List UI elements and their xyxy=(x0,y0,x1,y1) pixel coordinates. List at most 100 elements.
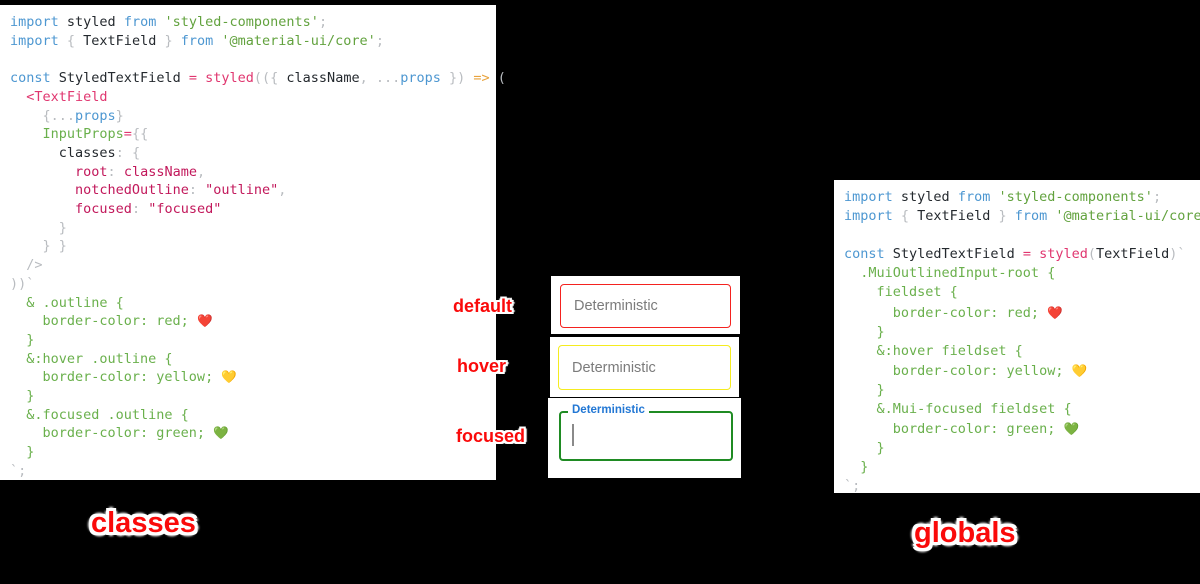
code-token: &.Mui-focused fieldset { xyxy=(844,401,1072,418)
code-token xyxy=(10,182,75,198)
code-token: styled xyxy=(1039,246,1088,263)
code-token: 'styled-components' xyxy=(164,14,319,30)
code-line: notchedOutline: "outline", xyxy=(10,181,486,200)
code-token: from xyxy=(180,32,214,49)
annotation-hover: hover xyxy=(457,356,507,376)
code-token xyxy=(1015,246,1023,262)
emoji-glyph: 💚 xyxy=(213,425,229,441)
code-token xyxy=(156,14,164,30)
code-token xyxy=(116,14,124,30)
emoji-glyph: 💛 xyxy=(1071,362,1088,378)
code-token: ; xyxy=(18,462,27,479)
code-token: root xyxy=(75,163,108,180)
code-token: '@material-ui/core' xyxy=(221,32,376,49)
code-token: } xyxy=(10,444,35,461)
code-token: styled xyxy=(66,14,116,30)
code-token: } } xyxy=(10,238,67,255)
code-token xyxy=(885,246,893,262)
code-token: } xyxy=(10,388,35,405)
textfield-focused[interactable]: Deterministic xyxy=(559,403,733,461)
code-token: {{ xyxy=(131,126,149,143)
textfield-focused-outline xyxy=(559,411,733,461)
code-token: focused xyxy=(75,201,132,218)
code-token: ( xyxy=(489,70,506,87)
emoji-glyph: ❤️ xyxy=(1047,304,1063,320)
code-token: TextField xyxy=(1096,246,1170,263)
code-line: & .outline { xyxy=(10,294,486,313)
code-line: &.focused .outline { xyxy=(10,406,486,425)
code-token: , xyxy=(278,182,287,199)
code-token: : xyxy=(188,182,206,199)
code-token: ` xyxy=(10,462,19,479)
textfield-hover[interactable]: Deterministic xyxy=(558,345,731,390)
code-token xyxy=(10,201,75,217)
code-token: ; xyxy=(318,14,328,30)
code-line xyxy=(10,50,486,69)
code-line: } xyxy=(10,443,486,462)
caption-globals: globals xyxy=(914,517,1016,549)
code-token: } xyxy=(156,32,181,49)
code-line: import { TextField } from '@material-ui/… xyxy=(844,207,1200,226)
code-token: border-color: yellow; xyxy=(10,369,222,386)
code-line: focused: "focused" xyxy=(10,200,486,219)
code-token: '@material-ui/core' xyxy=(1055,208,1200,225)
code-token: : { xyxy=(115,144,141,161)
code-line: root: className, xyxy=(10,163,486,182)
emoji-glyph: ❤️ xyxy=(196,313,213,329)
code-token: "outline" xyxy=(205,182,279,199)
code-line: <TextField xyxy=(10,88,486,107)
code-token: ... xyxy=(375,70,401,87)
code-token: notchedOutline xyxy=(75,182,189,199)
emoji-glyph: 💚 xyxy=(1063,421,1080,437)
demo-card-focused: Deterministic xyxy=(548,398,741,478)
code-token: from xyxy=(123,14,157,30)
code-line: `; xyxy=(844,477,1190,496)
code-line: &:hover fieldset { xyxy=(844,342,1190,361)
code-token: .MuiOutlinedInput-root { xyxy=(844,265,1056,282)
code-token xyxy=(197,70,205,86)
code-token: border-color: yellow; xyxy=(844,362,1072,379)
annotation-default: default xyxy=(453,296,513,316)
code-token: 'styled-components' xyxy=(998,189,1153,205)
code-line: .MuiOutlinedInput-root { xyxy=(844,264,1190,283)
code-line: import styled from 'styled-components'; xyxy=(10,13,486,32)
code-token: { xyxy=(58,32,84,49)
code-line: {...props} xyxy=(10,107,486,126)
code-token: = xyxy=(123,126,132,143)
code-line: } xyxy=(10,219,486,238)
code-token: } xyxy=(990,208,1015,225)
code-block-classes: import styled from 'styled-components';i… xyxy=(0,5,506,481)
caption-classes: classes xyxy=(91,507,196,539)
code-token: styled xyxy=(900,189,950,205)
code-line: /> xyxy=(10,256,486,275)
code-token: ( xyxy=(1087,246,1097,263)
code-token xyxy=(181,70,189,86)
code-token: , xyxy=(359,70,376,87)
textfield-default[interactable]: Deterministic xyxy=(560,284,731,328)
code-token: ` xyxy=(26,275,35,292)
code-token: ` xyxy=(844,478,853,495)
code-token: StyledTextField xyxy=(58,70,181,87)
code-token: (({ xyxy=(253,70,287,87)
code-line: } xyxy=(844,381,1190,400)
code-line: } xyxy=(844,439,1190,458)
code-line: &:hover .outline { xyxy=(10,350,486,369)
code-token: border-color: red; xyxy=(844,304,1048,321)
code-token xyxy=(10,126,43,142)
code-token: } xyxy=(10,219,67,236)
code-token: styled xyxy=(205,70,254,87)
code-token: { xyxy=(892,208,918,225)
code-line: fieldset { xyxy=(844,283,1190,302)
code-line: `; xyxy=(10,462,486,481)
code-token: ` xyxy=(1177,246,1186,263)
code-line: } xyxy=(844,458,1190,477)
code-line: classes: { xyxy=(10,144,486,163)
code-token xyxy=(10,145,59,161)
demo-card-default: Deterministic xyxy=(551,276,740,334)
code-token: border-color: green; xyxy=(10,425,214,442)
code-token: }) xyxy=(440,70,474,87)
code-token xyxy=(10,89,26,105)
code-token: {... xyxy=(10,107,76,124)
code-token: import xyxy=(844,208,893,225)
demo-card-hover: Deterministic xyxy=(550,337,739,397)
